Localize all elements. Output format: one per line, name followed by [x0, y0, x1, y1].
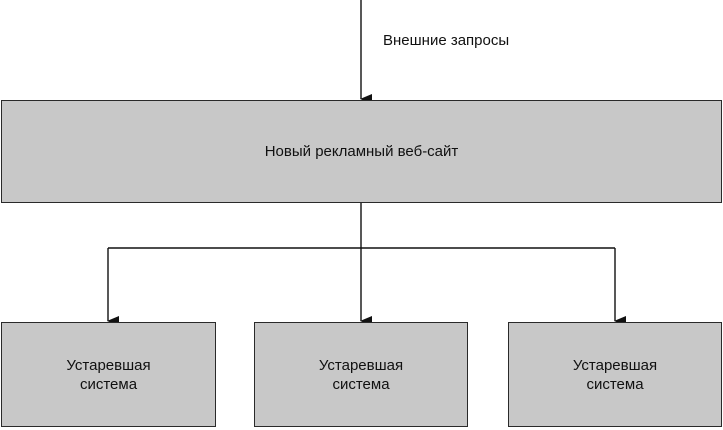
main-system-label: Новый рекламный веб-сайт — [264, 143, 459, 160]
legacy-system-label-2: Устаревшая система — [319, 356, 403, 394]
legacy-system-box-3: Устаревшая система — [508, 322, 722, 427]
legacy-system-1-line-2: система — [79, 375, 138, 393]
legacy-system-3-line-1: Устаревшая — [572, 356, 658, 374]
legacy-system-1-line-1: Устаревшая — [66, 356, 151, 374]
legacy-system-box-1: Устаревшая система — [1, 322, 216, 427]
legacy-system-label-1: Устаревшая система — [66, 356, 150, 394]
legacy-system-box-2: Устаревшая система — [254, 322, 468, 427]
legacy-system-label-3: Устаревшая система — [573, 356, 657, 394]
legacy-system-2-line-1: Устаревшая — [318, 356, 404, 374]
legacy-system-3-line-2: система — [586, 375, 644, 393]
new-advertising-website-box: Новый рекламный веб-сайт — [1, 100, 722, 203]
legacy-system-2-line-2: система — [332, 375, 390, 393]
incoming-requests-label: Внешние запросы — [383, 32, 510, 49]
